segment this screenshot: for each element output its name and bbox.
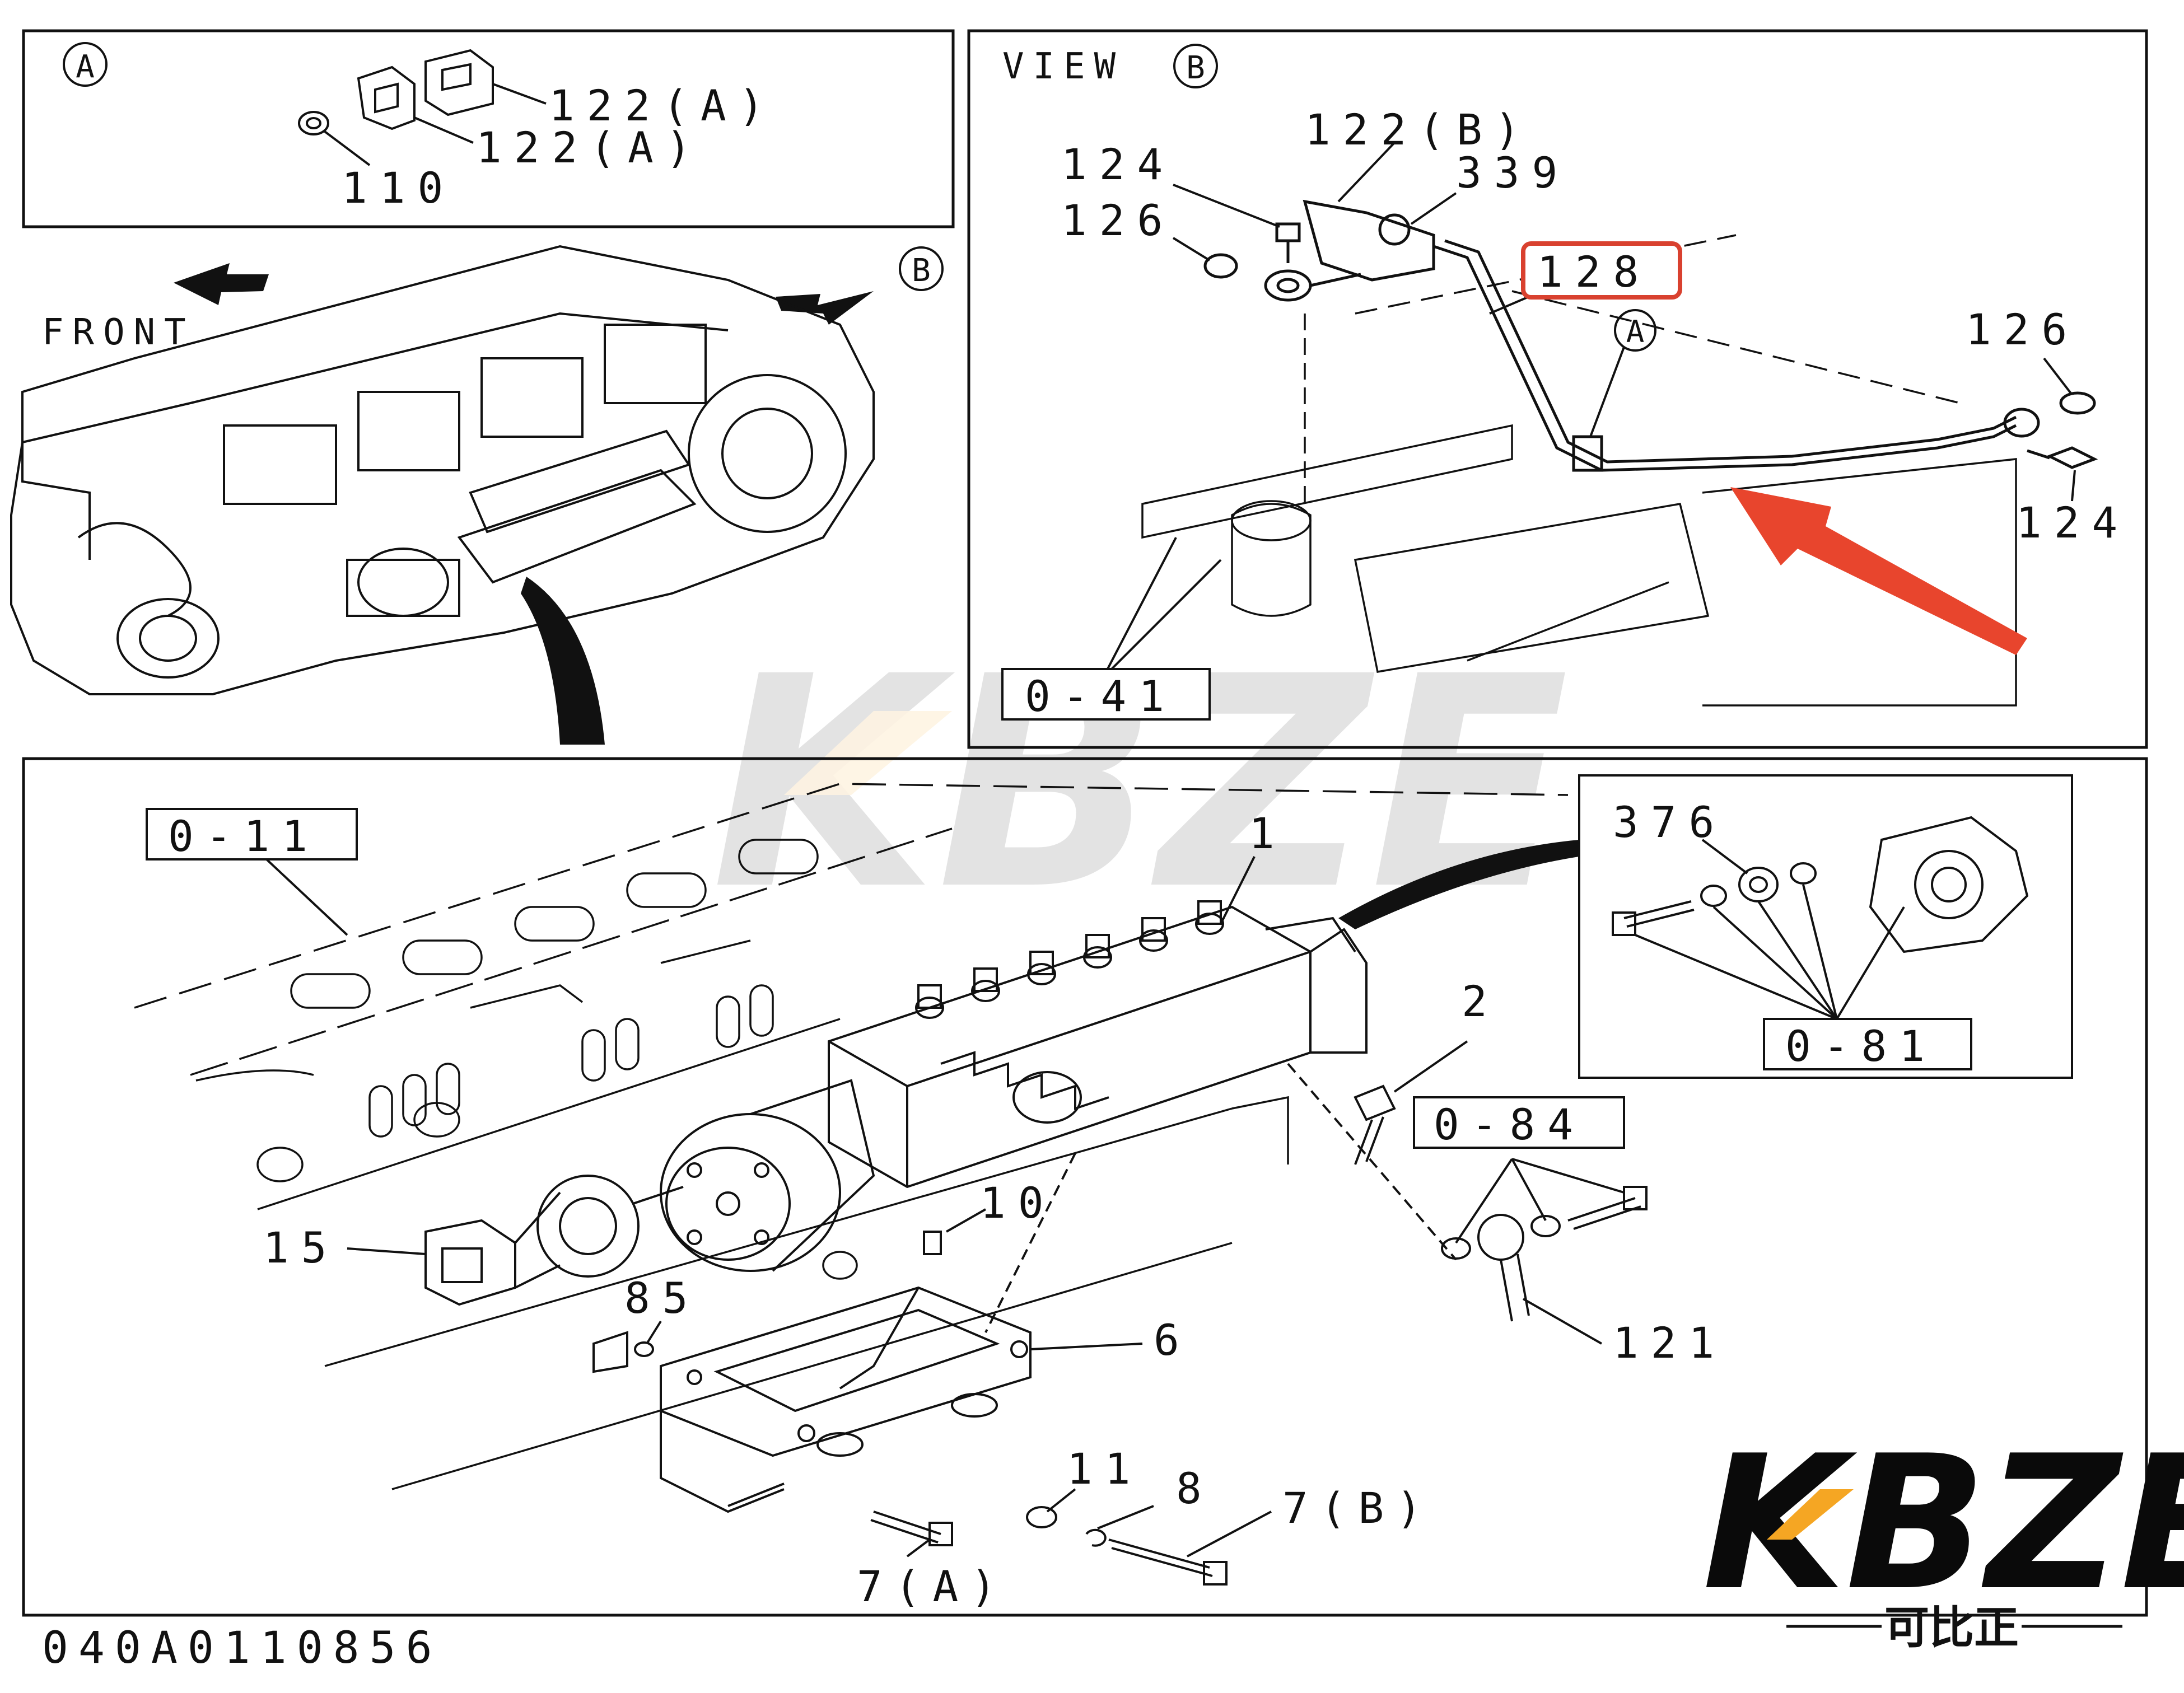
ref-box-0-84 <box>1413 1096 1625 1149</box>
callout-128-highlighted: 128 <box>1537 247 1651 297</box>
callout-124-upper: 124 <box>1061 139 1175 189</box>
kbze-logo: KBZE 可比正 <box>1702 1416 2184 1654</box>
inset-a-circle-marker <box>63 42 108 87</box>
pointer-swoosh-main <box>1338 840 1579 929</box>
callout-126-upper: 126 <box>1061 195 1175 245</box>
view-b-arrow-icon <box>776 291 874 325</box>
logo-subtext: 可比正 <box>1884 1602 2019 1654</box>
inset-376-panel: 376 0-81 <box>1578 774 2073 1079</box>
callout-122a-upper: 122(A) <box>549 81 777 130</box>
bracket-6-drawing <box>660 1286 1032 1513</box>
callout-11: 11 <box>1067 1444 1143 1494</box>
front-arrow-icon <box>174 263 269 305</box>
callout-10: 10 <box>980 1178 1056 1228</box>
pointer-swoosh-overview <box>521 577 605 745</box>
callout-2: 2 <box>1462 976 1500 1026</box>
callout-126-right: 126 <box>1966 305 2079 354</box>
ref-box-0-11 <box>146 808 358 860</box>
callout-7b: 7(B) <box>1282 1483 1434 1533</box>
cylinder-block-drawing <box>134 783 1569 1490</box>
callout-7a: 7(A) <box>857 1561 1009 1611</box>
ref-0-11-label: 0-11 <box>168 811 320 861</box>
callout-122a-lower: 122(A) <box>476 123 704 172</box>
detail-a-label: A <box>1626 314 1645 349</box>
callout-110: 110 <box>342 163 455 213</box>
view-b-circle-marker <box>1173 44 1218 88</box>
main-pump-panel: 0-11 0-84 1 2 15 10 85 6 121 11 8 7(B) 7… <box>22 757 2148 1617</box>
overview-b-label: B <box>912 252 931 289</box>
callout-1: 1 <box>1249 808 1287 858</box>
view-b-circle-label: B <box>1186 50 1205 86</box>
injection-pump-1-drawing <box>660 900 1368 1272</box>
diagram-code: 040A0110856 <box>42 1623 442 1673</box>
view-b-title: VIEW <box>1002 46 1124 87</box>
overview-b-marker <box>899 246 944 291</box>
callout-339: 339 <box>1456 148 1570 198</box>
ref-0-81-label: 0-81 <box>1785 1021 1937 1071</box>
inset-a-panel: A 122(A) 122(A) 110 <box>22 29 955 228</box>
callout-121: 121 <box>1613 1318 1726 1368</box>
logo-text: KBZE <box>1702 1416 2184 1631</box>
red-highlight-arrow <box>1730 487 2027 655</box>
callout-124-right: 124 <box>2016 498 2130 548</box>
front-label: FRONT <box>42 312 195 353</box>
ref-0-41-label: 0-41 <box>1025 671 1177 721</box>
callout-85: 85 <box>624 1273 701 1323</box>
background-watermark: KBZE <box>711 614 1569 953</box>
callout-6: 6 <box>1154 1315 1192 1365</box>
callout-376: 376 <box>1613 797 1726 847</box>
clamp-122a-drawing <box>298 49 494 135</box>
callout-15: 15 <box>263 1223 339 1273</box>
coupling-15-drawing <box>424 1175 684 1306</box>
highlight-box-128 <box>1521 241 1682 300</box>
logo-accent-icon <box>1767 1489 1854 1540</box>
ref-box-0-41 <box>1001 668 1211 721</box>
callout-8: 8 <box>1176 1463 1214 1513</box>
detail-a-marker <box>1614 309 1656 352</box>
view-b-panel: VIEW B <box>967 29 2148 749</box>
pipe-128-drawing <box>1203 199 2098 472</box>
engine-overview: FRONT B <box>10 245 944 745</box>
callout-122b: 122(B) <box>1305 105 1533 155</box>
ref-box-0-81 <box>1763 1018 1972 1070</box>
inset-a-circle-label: A <box>76 49 95 85</box>
fasteners-drawing <box>592 1084 1648 1586</box>
ref-0-84-label: 0-84 <box>1434 1100 1585 1149</box>
